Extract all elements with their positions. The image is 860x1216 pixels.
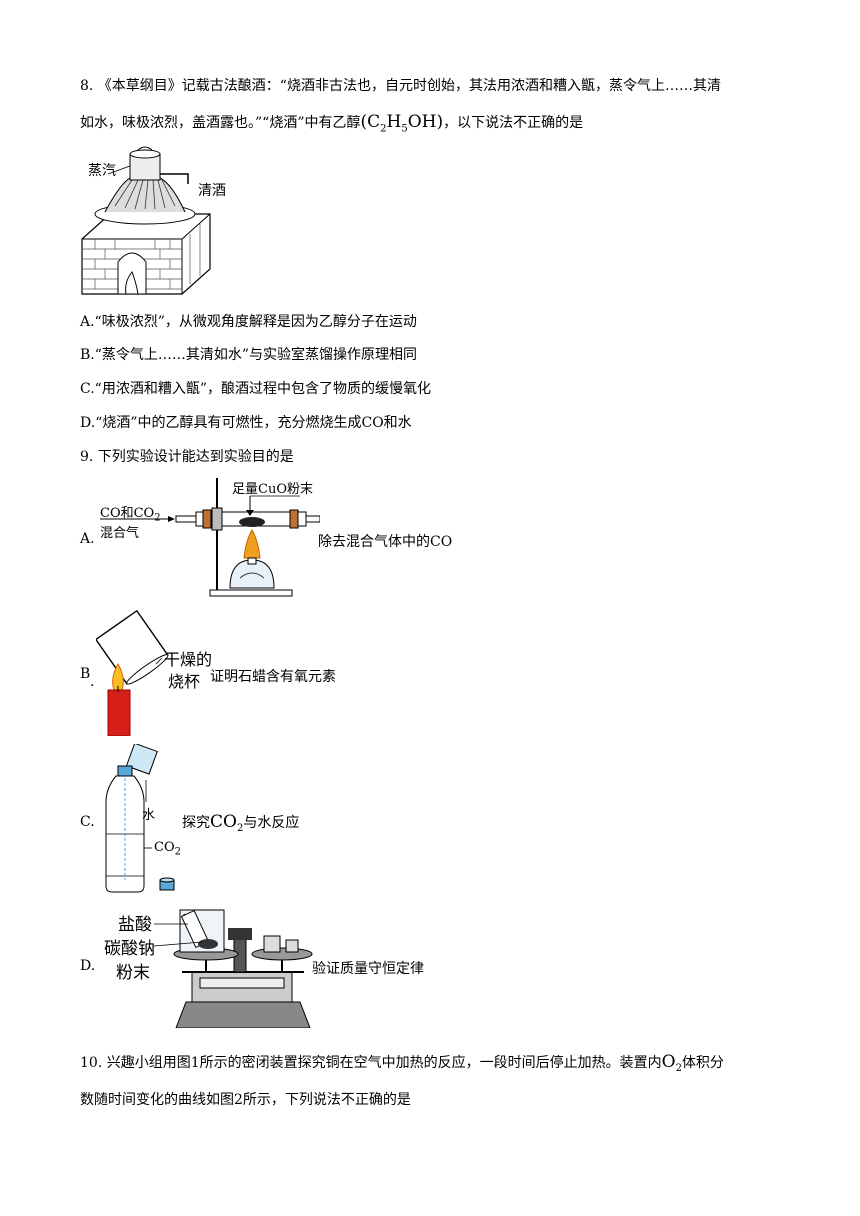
apparatus-a-drawing: [100, 478, 321, 597]
water-label: 水: [142, 808, 156, 823]
cuo-powder-label: 足量CuO粉末: [232, 482, 313, 497]
q8-stem-text: 如水，味极浓烈，盖酒露也。”“烧酒”中有乙醇: [80, 115, 361, 131]
q9-stem: 9. 下列实验设计能达到实验目的是: [80, 449, 294, 465]
q8-stem-tail: ，以下说法不正确的是: [443, 115, 584, 131]
q8-option-c: C.“用浓酒和糟入甑”，酿酒过程中包含了物质的缓慢氧化: [80, 381, 431, 397]
dry-beaker-label-2: 烧杯: [168, 672, 201, 691]
co2-bottle-figure: 水 CO2: [100, 742, 190, 894]
gas-mixture-label-2: 混合气: [100, 526, 140, 541]
ethanol-formula: (C2H5OH): [360, 112, 444, 135]
q9-b-text: 证明石蜡含有氧元素: [210, 669, 336, 685]
still-drawing: [81, 146, 211, 295]
powder-label: 粉末: [116, 963, 150, 983]
q9-a-text: 除去混合气体中的CO: [318, 534, 453, 550]
q8-option-d: D.“烧酒”中的乙醇具有可燃性，充分燃烧生成CO和水: [80, 415, 412, 431]
acid-label: 盐酸: [118, 915, 152, 935]
balance-figure: 盐酸 碳酸钠 粉末: [104, 902, 314, 1029]
q9-c-text: 探究CO2与水反应: [182, 812, 300, 834]
co2-bottle-label: CO2: [154, 840, 181, 858]
candle-beaker-figure: 干燥的 烧杯: [94, 608, 216, 737]
q9-d-text: 验证质量守恒定律: [312, 961, 424, 977]
apparatus-b-drawing: [94, 609, 169, 737]
cuo-reduction-apparatus: 足量CuO粉末 CO和CO2 混合气: [100, 478, 321, 600]
steam-label: 蒸汽: [88, 163, 116, 179]
distillation-still-figure: 蒸汽 清酒: [80, 144, 226, 304]
q8-stem-line2: 如水，味极浓烈，盖酒露也。”“烧酒”中有乙醇(C2H5OH)，以下说法不正确的是: [80, 112, 583, 134]
q9-a-letter: A.: [80, 531, 95, 547]
q9-b-dot: .: [90, 674, 95, 690]
apparatus-c-drawing: [105, 742, 175, 893]
gas-mixture-label: CO和CO2: [100, 506, 161, 524]
q8-option-a: A.“味极浓烈”，从微观角度解释是因为乙醇分子在运动: [80, 314, 417, 330]
q10-stem-line2: 数随时间变化的曲线如图2所示，下列说法不正确的是: [80, 1092, 411, 1108]
q9-b-letter: B: [80, 666, 91, 682]
q9-c-letter: C.: [80, 814, 95, 830]
dry-beaker-label-1: 干燥的: [164, 650, 213, 669]
q8-option-b: B.“蒸令气上……其清如水”与实验室蒸馏操作原理相同: [80, 347, 418, 363]
carbonate-label: 碳酸钠: [104, 939, 155, 959]
q8-stem-line1: 8. 《本草纲目》记载古法酿酒：“烧酒非古法也，自元时创始，其法用浓酒和糟入甑，…: [80, 78, 721, 94]
q9-d-letter: D.: [80, 958, 96, 974]
q10-stem-line1: 10. 兴趣小组用图1所示的密闭装置探究铜在空气中加热的反应，一段时间后停止加热…: [80, 1052, 724, 1074]
apparatus-d-drawing: [153, 909, 313, 1029]
liquor-label: 清酒: [198, 183, 226, 199]
